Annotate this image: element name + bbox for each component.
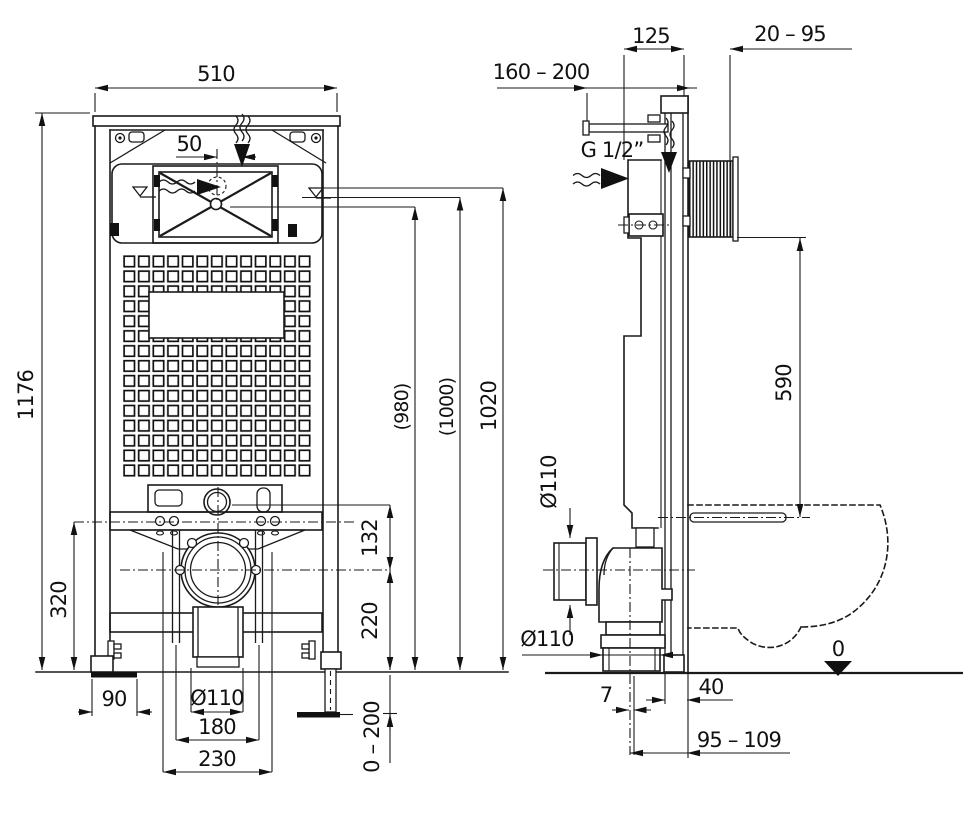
side-frame: 0 xyxy=(543,95,963,755)
dim-out95-label: 95 – 109 xyxy=(697,728,781,752)
drain-sleeve xyxy=(553,537,598,606)
side-view: 0 125 20 – 95 160 – 200 G 1/2” 590 Ø110 xyxy=(493,22,963,758)
dim-outlet-dia-label: Ø110 xyxy=(520,627,573,651)
adjustable-feet xyxy=(90,640,353,718)
dim-foot-range-label: 0 – 200 xyxy=(360,701,384,773)
dim-top125-label: 125 xyxy=(632,24,670,48)
dim-front-width-label: 510 xyxy=(197,62,235,86)
dim-rod590-label: 590 xyxy=(772,364,796,402)
dim-w230-label: 230 xyxy=(198,747,236,771)
foot-side xyxy=(663,654,685,673)
foot-right xyxy=(320,651,342,670)
corner-brace-left xyxy=(109,129,166,164)
front-view: 510 1176 50 (980) (1000) 1020 132 220 32… xyxy=(14,62,509,776)
dim-wall160-label: 160 – 200 xyxy=(493,60,590,84)
frame-inlet-arrow-icon xyxy=(661,117,677,173)
dim-depth40-label: 40 xyxy=(698,675,723,699)
supply-flow-arrow-icon xyxy=(572,168,629,189)
flush-plate-box xyxy=(682,156,739,242)
dim-floor0-label: 0 xyxy=(832,637,845,661)
drain-bracket xyxy=(129,529,306,550)
dim-h1000-label: (1000) xyxy=(436,378,458,436)
wc-bowl-outline xyxy=(687,504,889,628)
side-dimensions: 125 20 – 95 160 – 200 G 1/2” 590 Ø110 Ø1… xyxy=(493,22,852,758)
dim-drain-dia-label: Ø110 xyxy=(190,686,243,710)
mounting-grid xyxy=(122,254,312,478)
drain-assembly xyxy=(74,484,390,668)
wall-rod xyxy=(582,114,669,143)
foot-left xyxy=(90,655,114,673)
dim-v320-label: 320 xyxy=(47,581,71,619)
dim-v220-label: 220 xyxy=(358,602,382,640)
dim-v132-label: 132 xyxy=(358,519,382,557)
drain-outlet-box xyxy=(192,606,244,658)
corner-brace-right xyxy=(271,129,327,164)
frame-top-plate xyxy=(92,115,341,127)
floor-level-marker-icon: 0 xyxy=(824,637,852,676)
front-frame xyxy=(35,115,509,673)
side-clamp-left xyxy=(110,223,119,236)
dim-front-height-label: 1176 xyxy=(14,369,38,420)
drain-elbow xyxy=(598,547,673,672)
side-clamp-right xyxy=(288,224,297,237)
cistern-profile xyxy=(623,159,662,529)
front-dimensions: 510 1176 50 (980) (1000) 1020 132 220 32… xyxy=(14,62,507,776)
dim-h980-label: (980) xyxy=(391,383,413,430)
dim-sleeve-dia-label: Ø110 xyxy=(537,455,561,508)
dim-supply-label: G 1/2” xyxy=(581,138,644,162)
grid-label-area xyxy=(148,291,285,339)
water-fill-arrow-icon xyxy=(158,179,221,195)
dim-off7-label: 7 xyxy=(600,683,613,707)
dim-foot90-label: 90 xyxy=(101,687,126,711)
dim-rods180-label: 180 xyxy=(198,715,236,739)
cistern-access-panel xyxy=(110,113,331,244)
dim-h1020-label: 1020 xyxy=(477,381,501,431)
dim-finish20-label: 20 – 95 xyxy=(754,22,826,46)
dim-inlet-offset-label: 50 xyxy=(176,132,201,156)
